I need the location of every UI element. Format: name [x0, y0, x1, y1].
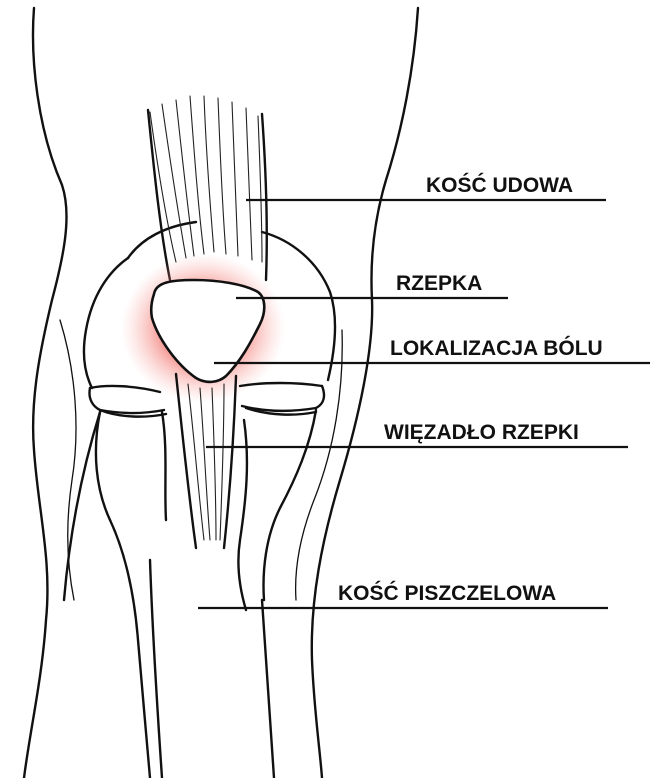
quadriceps-tendon: [148, 96, 267, 280]
label-pain-location: LOKALIZACJA BÓLU: [390, 336, 603, 360]
labels: KOŚĆ UDOWA RZEPKA LOKALIZACJA BÓLU WIĘZA…: [338, 173, 603, 605]
label-patellar-ligament: WIĘZADŁO RZEPKI: [384, 421, 579, 444]
label-femur: KOŚĆ UDOWA: [426, 173, 573, 197]
label-patella: RZEPKA: [396, 272, 482, 295]
label-tibia: KOŚĆ PISZCZELOWA: [338, 581, 556, 605]
